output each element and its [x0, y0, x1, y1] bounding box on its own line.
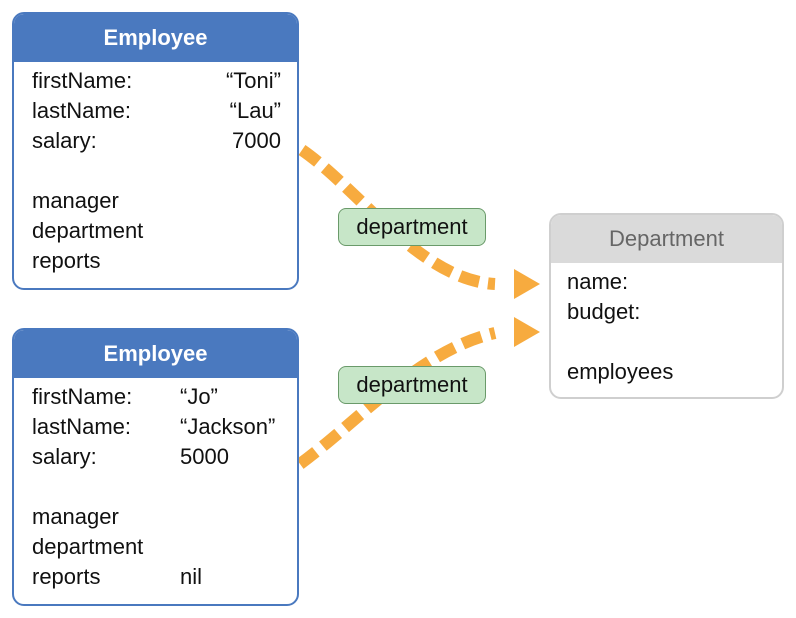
- relationship-tag-2: department: [338, 366, 486, 404]
- relationship-tag-1: department: [338, 208, 486, 246]
- relationship-label: department: [32, 534, 144, 559]
- relationship-label: employees: [567, 359, 674, 384]
- employee-entity-1: Employee firstName: “Toni” lastName: “La…: [12, 12, 299, 290]
- attribute-label: firstName:: [32, 68, 133, 93]
- relationship-label: manager: [32, 504, 119, 529]
- entity-title: Employee: [14, 14, 297, 62]
- attribute-value: “Jackson”: [180, 414, 276, 439]
- department-entity: Department name: budget: employees: [549, 213, 784, 399]
- relationship-label: department: [32, 218, 144, 243]
- attribute-value: “Lau”: [229, 98, 281, 123]
- attribute-label: salary:: [32, 444, 97, 469]
- attribute-value: 7000: [232, 128, 281, 153]
- relationship-value: nil: [180, 564, 203, 589]
- attribute-label: name:: [567, 269, 629, 294]
- attribute-value: “Toni”: [225, 68, 281, 93]
- attribute-label: salary:: [32, 128, 97, 153]
- relationship-label: reports: [32, 248, 101, 273]
- entity-title: Department: [551, 215, 782, 263]
- attribute-label: firstName:: [32, 384, 133, 409]
- relationship-label: reports: [32, 564, 101, 589]
- attribute-label: lastName:: [32, 98, 132, 123]
- attribute-value: 5000: [180, 444, 229, 469]
- employee-entity-2: Employee firstName: “Jo” lastName: “Jack…: [12, 328, 299, 606]
- entity-title: Employee: [14, 330, 297, 378]
- attribute-label: lastName:: [32, 414, 132, 439]
- attribute-label: budget:: [567, 299, 641, 324]
- attribute-value: “Jo”: [180, 384, 218, 409]
- relationship-label: manager: [32, 188, 119, 213]
